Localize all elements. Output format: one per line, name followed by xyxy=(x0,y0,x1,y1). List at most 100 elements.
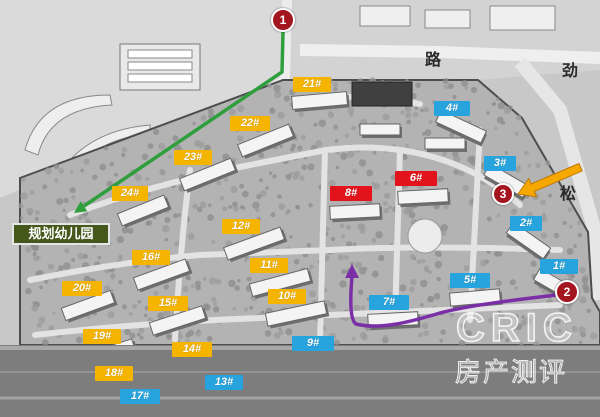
tree-canopy xyxy=(199,201,207,209)
tree-canopy xyxy=(75,336,83,344)
tree-canopy xyxy=(562,220,567,226)
tree-canopy xyxy=(579,340,583,344)
tree-canopy xyxy=(372,150,377,155)
tree-canopy xyxy=(41,339,49,347)
tree-canopy xyxy=(29,190,35,195)
tree-canopy xyxy=(157,312,165,320)
tree-canopy xyxy=(404,105,410,111)
tree-canopy xyxy=(56,197,64,205)
building-label-18: 18# xyxy=(95,366,133,381)
internal-road xyxy=(467,127,483,323)
tree-canopy xyxy=(207,108,214,115)
tree-canopy xyxy=(143,313,148,318)
tree-canopy xyxy=(515,323,523,331)
tree-canopy xyxy=(347,150,355,158)
tree-canopy xyxy=(103,146,109,151)
tree-canopy xyxy=(228,279,236,288)
tree-canopy xyxy=(277,194,282,199)
tree-canopy xyxy=(285,173,292,180)
tree-canopy xyxy=(289,171,294,176)
tree-canopy xyxy=(25,287,32,295)
tree-canopy xyxy=(258,152,265,159)
tree-canopy xyxy=(85,218,91,223)
building-footprint xyxy=(148,305,207,336)
tree-canopy xyxy=(301,164,308,171)
tree-canopy xyxy=(505,338,510,343)
building-label-6: 6# xyxy=(395,171,437,186)
tree-canopy xyxy=(219,195,225,201)
tree-canopy xyxy=(399,284,407,292)
planned-kindergarten-label: 规划幼儿园 xyxy=(12,223,110,245)
tree-canopy xyxy=(415,82,421,89)
tree-canopy xyxy=(194,280,201,287)
tree-canopy xyxy=(97,255,102,260)
building-label-19: 19# xyxy=(83,329,121,344)
tree-canopy xyxy=(420,108,424,113)
route-marker-2: 2 xyxy=(555,280,579,304)
tree-canopy xyxy=(510,208,517,215)
tree-canopy xyxy=(172,213,178,219)
tree-canopy xyxy=(121,147,128,153)
outer-area-northwest xyxy=(0,0,290,198)
tree-canopy xyxy=(540,215,548,223)
tree-canopy xyxy=(182,285,189,293)
tree-canopy xyxy=(239,183,245,189)
tree-canopy xyxy=(496,97,500,101)
curved-building xyxy=(24,94,113,156)
building-label-17: 17# xyxy=(120,389,160,404)
tree-canopy xyxy=(213,301,218,306)
building-label-1: 1# xyxy=(540,259,578,274)
tree-canopy xyxy=(244,259,248,263)
tree-canopy xyxy=(110,288,114,293)
north-building xyxy=(489,5,556,31)
tree-canopy xyxy=(383,334,388,340)
tree-canopy xyxy=(576,220,582,226)
building-footprint xyxy=(290,91,349,110)
purple-route-arrowhead xyxy=(345,264,359,278)
tree-canopy xyxy=(427,295,435,303)
tree-canopy xyxy=(351,125,356,131)
tree-canopy xyxy=(80,168,85,173)
purple-route-line xyxy=(349,274,558,328)
tree-canopy xyxy=(289,147,295,152)
tree-canopy xyxy=(358,289,364,295)
tree-canopy xyxy=(409,253,416,260)
tree-canopy xyxy=(273,84,281,93)
tree-canopy xyxy=(351,336,356,341)
tree-canopy xyxy=(366,169,374,177)
tree-canopy xyxy=(38,316,46,324)
tree-canopy xyxy=(246,276,252,282)
tree-canopy xyxy=(318,119,327,128)
tree-canopy xyxy=(540,232,548,239)
tree-canopy xyxy=(116,235,125,244)
tree-canopy xyxy=(400,110,405,115)
tree-canopy xyxy=(347,80,352,84)
tree-canopy xyxy=(256,193,262,200)
tree-canopy xyxy=(172,135,179,142)
tree-canopy xyxy=(185,332,191,338)
tree-canopy xyxy=(26,207,34,215)
tree-canopy xyxy=(42,184,48,190)
tree-canopy xyxy=(582,283,589,291)
tree-canopy xyxy=(64,248,70,254)
tree-canopy xyxy=(405,112,412,119)
tree-canopy xyxy=(83,158,90,165)
tree-canopy xyxy=(578,326,586,334)
tree-canopy xyxy=(307,163,315,171)
school-block xyxy=(127,61,193,71)
tree-canopy xyxy=(206,335,213,342)
tree-canopy xyxy=(443,84,449,90)
tree-canopy xyxy=(229,108,236,116)
tree-canopy xyxy=(69,187,76,194)
tree-canopy xyxy=(548,193,552,198)
tree-canopy xyxy=(544,160,551,166)
tree-canopy xyxy=(204,144,211,152)
building-footprint xyxy=(359,123,401,136)
tree-canopy xyxy=(434,260,443,269)
tree-canopy xyxy=(136,332,141,337)
tree-canopy xyxy=(39,285,43,290)
tree-canopy xyxy=(259,178,263,183)
tree-canopy xyxy=(535,162,541,169)
building-label-7: 7# xyxy=(369,295,409,310)
tree-canopy xyxy=(340,152,348,160)
